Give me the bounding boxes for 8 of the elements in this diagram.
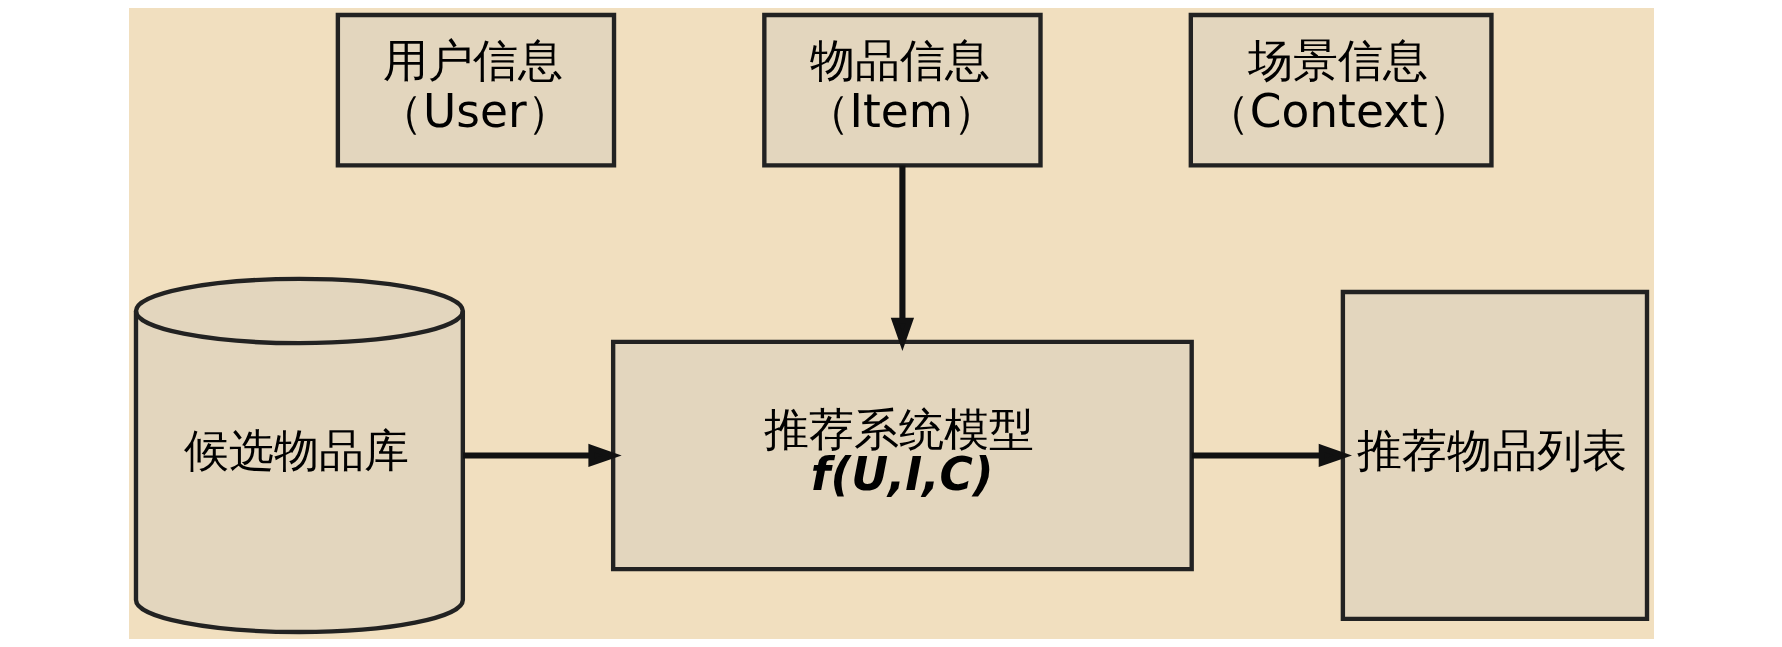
node-box: 推荐系统模型 f(U,I,C): [610, 339, 1194, 572]
arrow: [462, 443, 622, 468]
node-box: 场景信息 （Context）: [1188, 12, 1494, 168]
arrow: [890, 165, 914, 351]
node-box: 用户信息 （User）: [335, 12, 616, 168]
arrow: [1191, 443, 1352, 468]
node-box: 推荐物品列表: [1340, 289, 1649, 622]
node-box: 物品信息 （Item）: [761, 12, 1043, 168]
